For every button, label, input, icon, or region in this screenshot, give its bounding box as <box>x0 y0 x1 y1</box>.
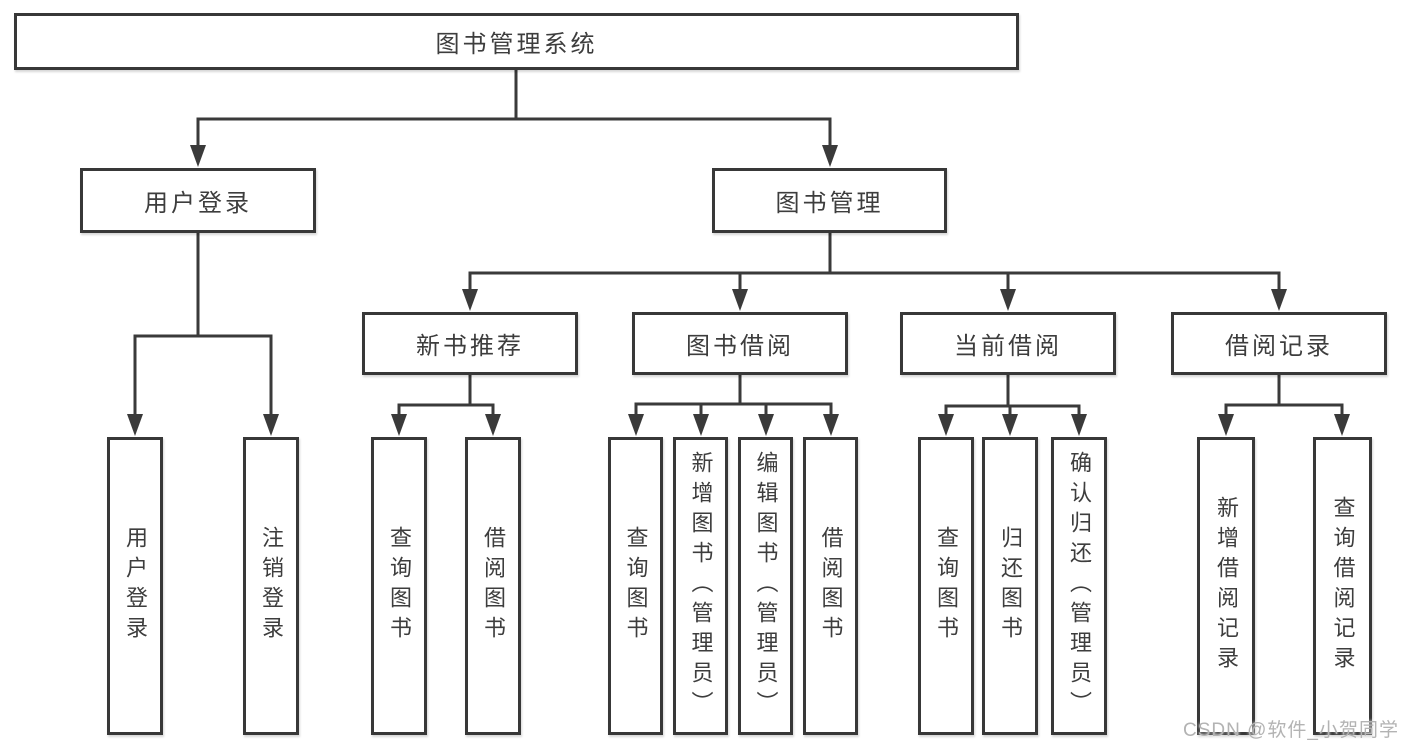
node-recommend-borrow-books: 借阅图书 <box>465 437 521 735</box>
csdn-watermark: CSDN @软件_小贺同学 <box>1183 720 1399 741</box>
node-book-borrowing: 图书借阅 <box>632 312 848 375</box>
node-records-add-borrow-record: 新增借阅记录 <box>1197 437 1255 735</box>
node-recommend-query-books: 查询图书 <box>371 437 427 735</box>
node-current-confirm-return-admin: 确认归还（管理员） <box>1051 437 1107 735</box>
node-user-login: 用户登录 <box>80 168 316 233</box>
node-records-query-borrow-record: 查询借阅记录 <box>1313 437 1372 735</box>
node-user-login-leaf: 用户登录 <box>107 437 163 735</box>
node-logout: 注销登录 <box>243 437 299 735</box>
node-current-borrowing: 当前借阅 <box>900 312 1116 375</box>
node-library-management-system: 图书管理系统 <box>14 13 1019 70</box>
node-borrowing-edit-book-admin: 编辑图书（管理员） <box>738 437 793 735</box>
node-borrowing-borrow-books: 借阅图书 <box>803 437 858 735</box>
node-book-management: 图书管理 <box>712 168 947 233</box>
node-current-return-books: 归还图书 <box>982 437 1038 735</box>
node-current-query-books: 查询图书 <box>918 437 974 735</box>
node-borrowing-query-books: 查询图书 <box>608 437 663 735</box>
node-new-book-recommendation: 新书推荐 <box>362 312 578 375</box>
node-borrowing-records: 借阅记录 <box>1171 312 1387 375</box>
node-borrowing-add-book-admin: 新增图书（管理员） <box>673 437 728 735</box>
